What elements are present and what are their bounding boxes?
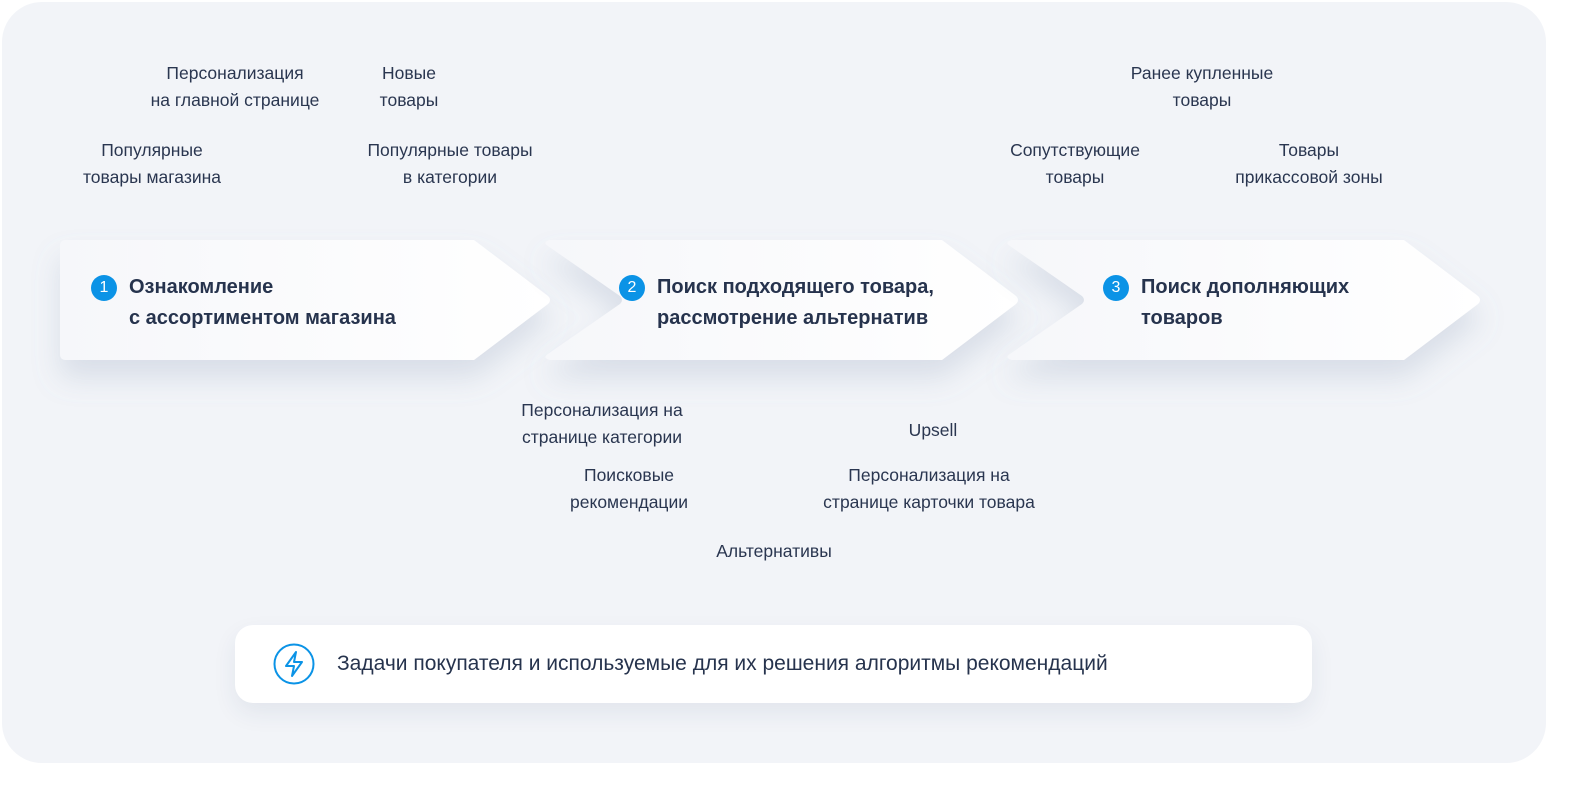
step-title: товаров [1141,307,1223,329]
step-number-badge: 2 [619,275,645,301]
footer-caption: Задачи покупателя и используемые для их … [235,625,1312,703]
step-title: с ассортиментом магазина [129,307,396,329]
label-alternatives: Альтернативы [716,541,832,561]
arrow-step-1 [60,240,550,360]
lightning-icon [273,643,315,685]
arrow-step-2 [545,240,1018,360]
step-title: Ознакомление [129,276,274,298]
step-title: рассмотрение альтернатив [657,307,929,329]
step-2: 2 Поиск подходящего товара, рассмотрение … [619,272,934,334]
label-upsell: Upsell [908,420,958,440]
step-number-badge: 1 [91,275,117,301]
footer-text: Задачи покупателя и используемые для их … [337,652,1108,675]
step-title: Поиск дополняющих [1141,276,1350,298]
step-number-badge: 3 [1103,275,1129,301]
step-1: 1 Ознакомление с ассортиментом магазина [91,272,396,334]
step-3: 3 Поиск дополняющих товаров [1103,272,1349,334]
step-title: Поиск подходящего товара, [657,276,934,298]
arrow-step-3 [1007,240,1480,360]
